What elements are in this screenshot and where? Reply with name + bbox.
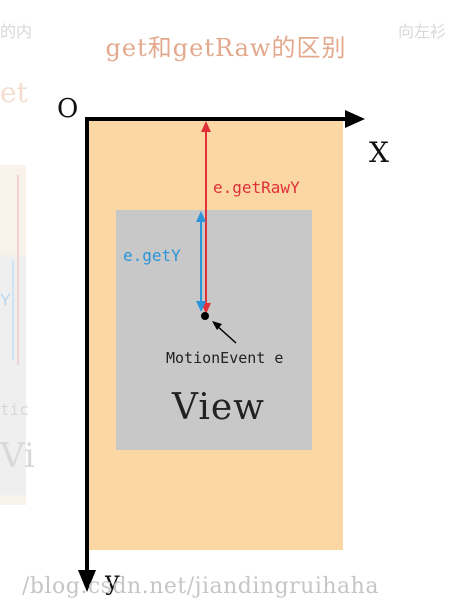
get-raw-y-label: e.getRawY	[213, 178, 300, 197]
background-fragment-text-vi: Vi	[0, 436, 35, 476]
motion-event-pointer	[212, 321, 237, 344]
view-label: View	[172, 387, 265, 428]
background-fragment-text-top-right: 向左衫	[398, 24, 447, 41]
diagram-title: get和getRaw的区别	[105, 34, 347, 62]
x-axis-line	[85, 117, 350, 121]
touch-point	[201, 312, 209, 320]
motion-event-label: MotionEvent e	[166, 349, 284, 367]
background-fragment-text-top-left: 的内	[0, 24, 33, 41]
view-area	[116, 210, 312, 450]
x-axis-label: X	[369, 136, 389, 169]
background-fragment-text-tic: tic	[0, 400, 29, 419]
get-y-arrow	[196, 211, 206, 312]
background-fragment-blue-line	[12, 260, 14, 360]
origin-label: O	[57, 94, 79, 124]
background-fragment-text-y: Y	[0, 292, 11, 309]
y-axis-arrowhead	[78, 570, 96, 592]
x-axis-arrowhead	[345, 110, 365, 128]
background-fragment-text-get: et	[0, 76, 28, 109]
y-axis-line	[85, 117, 89, 577]
background-fragment-red-line	[17, 175, 19, 365]
get-y-label: e.getY	[123, 246, 181, 265]
watermark: /blog.csdn.net/jiandingruihaha	[22, 574, 379, 599]
y-axis-label: y	[105, 566, 120, 596]
